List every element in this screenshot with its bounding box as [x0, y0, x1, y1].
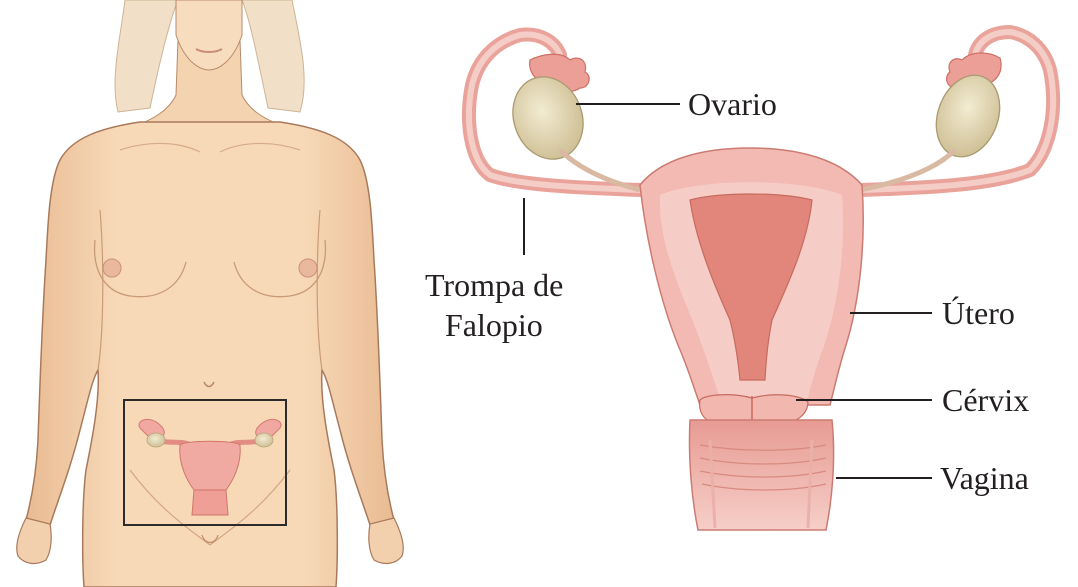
label-utero: Útero — [942, 295, 1015, 331]
hair — [115, 0, 178, 112]
ovary-right — [925, 66, 1010, 165]
label-cervix: Cérvix — [942, 382, 1029, 418]
hair — [242, 0, 304, 112]
torso — [26, 122, 394, 587]
body-figure — [17, 0, 404, 587]
nipple-left — [103, 259, 121, 277]
label-trompa-line1: Trompa de — [425, 266, 563, 304]
right-hand — [369, 518, 403, 563]
label-vagina: Vagina — [940, 460, 1029, 496]
label-ovario: Ovario — [688, 86, 777, 122]
cervix — [700, 395, 808, 422]
left-hand — [17, 518, 51, 563]
label-trompa-line2: Falopio — [445, 306, 543, 344]
nipple-right — [299, 259, 317, 277]
